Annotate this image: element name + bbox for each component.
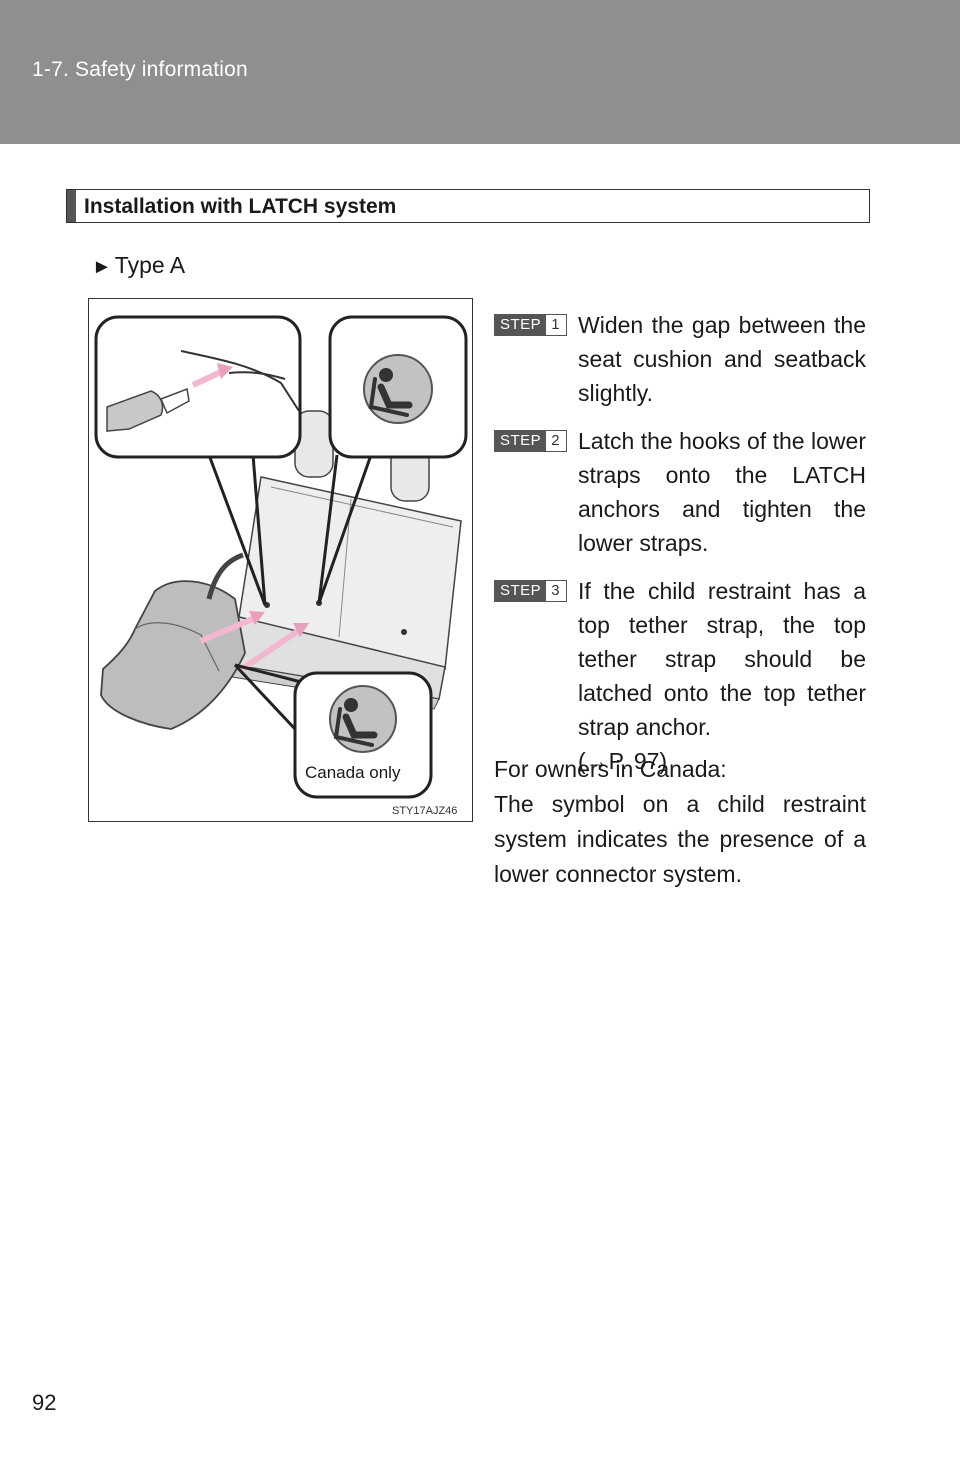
page-reference: (→P. 97) xyxy=(578,748,668,774)
canada-only-label: Canada only xyxy=(305,763,401,782)
step-text: Widen the gap between the seat cushion a… xyxy=(578,312,866,406)
type-label-text: Type A xyxy=(114,252,186,278)
step-badge-number: 2 xyxy=(546,430,567,452)
step-badge-word: STEP xyxy=(494,580,547,602)
step-badge-word: STEP xyxy=(494,314,547,336)
step-text: Latch the hooks of the lower straps onto… xyxy=(578,428,866,556)
figure-code: STY17AJZ46 xyxy=(392,805,458,817)
canada-note: For owners in Canada: The symbol on a ch… xyxy=(494,752,866,892)
step-badge-number: 1 xyxy=(546,314,567,336)
step-badge-number: 3 xyxy=(546,580,567,602)
page-number: 92 xyxy=(32,1390,57,1415)
note-body: The symbol on a child restraint system i… xyxy=(494,791,866,887)
step-badge-word: STEP xyxy=(494,430,547,452)
latch-illustration-drawing xyxy=(94,315,468,799)
step-text: If the child restraint has a top tether … xyxy=(578,578,866,740)
heading-bar xyxy=(67,190,76,222)
section-title: 1-7. Safety information xyxy=(32,58,248,81)
note-title: For owners in Canada: xyxy=(494,756,727,782)
latch-illustration: Canada only STY17AJZ46 xyxy=(88,298,473,822)
section-heading: Installation with LATCH system xyxy=(66,189,870,223)
header-band: 1-7. Safety information xyxy=(0,0,960,144)
triangle-bullet-icon: ► xyxy=(92,256,112,278)
type-label: ►Type A xyxy=(92,252,185,279)
section-heading-text: Installation with LATCH system xyxy=(84,195,397,218)
